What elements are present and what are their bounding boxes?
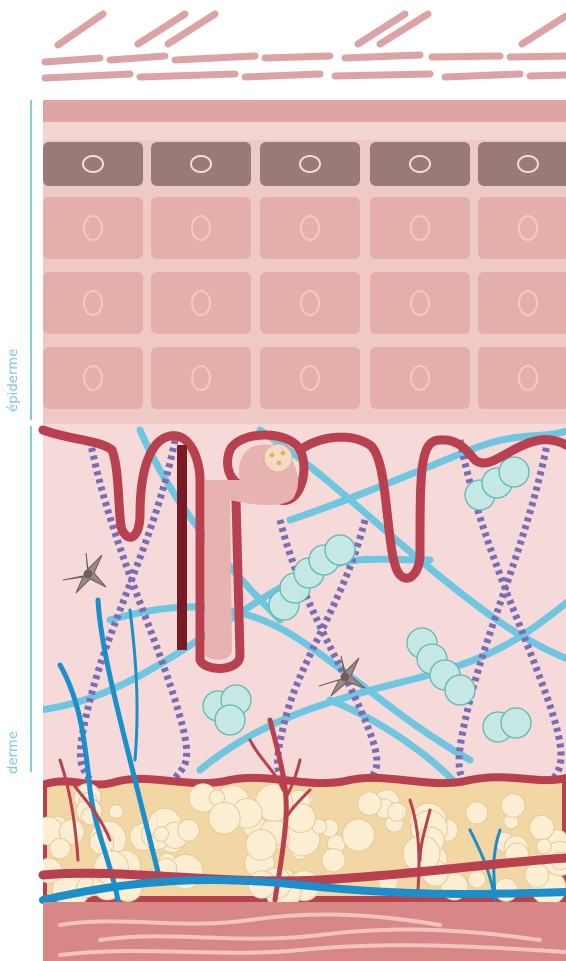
basal-cell	[478, 142, 566, 186]
basal-cell	[43, 142, 143, 186]
fat-cell	[154, 827, 169, 842]
fat-cell	[286, 803, 315, 832]
fat-cell	[525, 863, 549, 887]
keratinocyte-cell	[370, 272, 470, 334]
keratinocyte-cell	[478, 197, 566, 259]
fat-cell	[466, 802, 488, 824]
fat-cell	[246, 829, 277, 860]
fat-cell	[358, 792, 382, 816]
fat-cell	[388, 802, 407, 821]
dermis-label: derme	[6, 731, 21, 774]
fat-cell	[50, 838, 71, 859]
keratinocyte-cell	[43, 197, 143, 259]
gland-icon	[264, 444, 292, 472]
fat-cell	[109, 804, 123, 818]
basal-cell	[151, 142, 251, 186]
epidermis-label: épiderme	[6, 349, 21, 413]
fat-cell	[529, 815, 554, 840]
keratinocyte-cell	[370, 347, 470, 409]
fat-cell	[468, 871, 485, 888]
basal-cell	[370, 142, 470, 186]
keratinocyte-cell	[151, 272, 251, 334]
fat-cell	[537, 839, 552, 854]
fat-cell	[342, 819, 374, 851]
keratinocyte-cell	[260, 197, 360, 259]
fat-cell	[178, 819, 200, 841]
stratum-corneum	[43, 100, 566, 122]
fat-cell	[501, 794, 525, 818]
keratinocyte-cell	[370, 197, 470, 259]
keratinocyte-cell	[260, 272, 360, 334]
keratinocyte-cell	[260, 347, 360, 409]
basal-cell	[260, 142, 360, 186]
keratinocyte-cell	[478, 347, 566, 409]
keratinocyte-cell	[151, 347, 251, 409]
keratinocyte-cell	[478, 272, 566, 334]
keratinocyte-cell	[151, 197, 251, 259]
keratinocyte-cell	[43, 347, 143, 409]
fat-cell	[322, 849, 345, 872]
fat-cell	[209, 802, 241, 834]
desquamating-layer	[45, 14, 566, 78]
keratinocyte-cell	[43, 272, 143, 334]
